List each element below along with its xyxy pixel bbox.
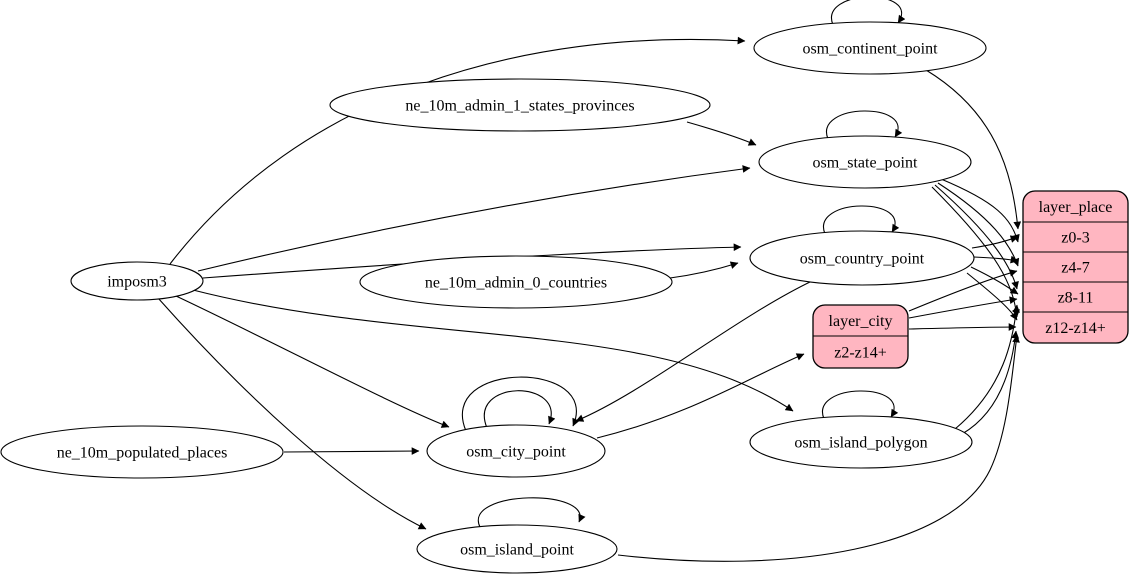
edge-ne_10m_admin_1_states_provinces-to-osm_state_point	[686, 121, 757, 146]
node-imposm3: imposm3	[70, 261, 204, 301]
layer_place-row-layer_place: layer_place	[1039, 199, 1113, 216]
layer_city-row-layer_city: layer_city	[829, 313, 893, 330]
ne_10m_populated_places-label: ne_10m_populated_places	[57, 444, 228, 461]
edge-osm_city_point-to-layer_city-z2-z14+	[596, 353, 805, 439]
self-loop-osm_island_polygon-6	[821, 390, 899, 420]
self-loop-osm_city_point-4	[483, 390, 556, 429]
node-layer_city: layer_city z2-z14+	[812, 304, 909, 369]
edge-osm_island_polygon-to-layer_place-z12-z14+	[961, 330, 1020, 435]
node-layer_place: layer_place z0-3 z4-7 z8-11 z12-z14+	[1022, 190, 1129, 344]
node-ne_10m_admin_1_states_provinces: ne_10m_admin_1_states_provinces	[329, 78, 711, 132]
edge-ne_10m_populated_places-to-osm_city_point	[283, 447, 420, 455]
ne_10m_populated_places-shape	[0, 425, 284, 479]
osm_city_point-shape	[426, 424, 606, 478]
osm_city_point-label: osm_city_point	[466, 443, 566, 460]
self-loop-osm_state_point-1	[825, 110, 903, 140]
edge-osm_continent_point-to-layer_place-z0-3	[925, 69, 1022, 230]
node-layer: imposm3 ne_10m_admin_1_states_provincesne…	[0, 21, 1129, 574]
osm_continent_point-shape	[753, 21, 987, 75]
layer_place-row-z4-7: z4-7	[1061, 259, 1089, 276]
edge-layer	[157, 0, 1022, 562]
node-osm_state_point: osm_state_point	[758, 135, 972, 189]
node-ne_10m_admin_0_countries: ne_10m_admin_0_countries	[359, 255, 673, 309]
self-loop-osm_country_point-2	[822, 205, 900, 235]
layer_place-row-z12-z14+: z12-z14+	[1045, 320, 1106, 337]
edge-imposm3-to-osm_city_point	[175, 295, 450, 428]
edge-osm_country_point-to-layer_place-z12-z14+	[966, 272, 1018, 321]
edge-layer_city-to-layer_place-z8-11	[908, 296, 1018, 319]
edge-layer_city-to-layer_place-z12-z14+	[908, 323, 1017, 331]
osm_country_point-shape	[749, 230, 975, 286]
layer_place-row-z8-11: z8-11	[1058, 289, 1094, 306]
edge-osm_country_point-to-layer_place-z8-11	[970, 266, 1019, 295]
layer_place-shape	[1022, 190, 1129, 344]
ne_10m_admin_1_states_provinces-label: ne_10m_admin_1_states_provinces	[405, 97, 634, 114]
edge-imposm3-to-osm_state_point	[197, 165, 751, 272]
edge-imposm3-to-osm_island_point	[157, 297, 427, 530]
node-ne_10m_populated_places: ne_10m_populated_places	[0, 425, 284, 479]
node-osm_continent_point: osm_continent_point	[753, 21, 987, 75]
edge-layer_city-to-layer_place-z4-7	[908, 269, 1018, 312]
osm_continent_point-label: osm_continent_point	[802, 40, 938, 57]
edge-osm_island_point-to-layer_place-z12-z14+	[617, 334, 1020, 562]
edge-osm_island_polygon-to-layer_place-z8-11	[954, 304, 1020, 430]
layer_place-row-z0-3: z0-3	[1061, 229, 1089, 246]
edge-imposm3-to-osm_continent_point	[169, 36, 746, 265]
osm_island_point-shape	[416, 524, 618, 574]
self-loop-osm_island_point-5	[477, 497, 586, 528]
node-osm_city_point: osm_city_point	[426, 424, 606, 478]
self-loop-osm_city_point-3	[462, 376, 580, 432]
edge-osm_country_point-to-layer_place-z4-7	[973, 255, 1019, 264]
node-osm_country_point: osm_country_point	[749, 230, 975, 286]
osm_island_polygon-shape	[749, 415, 973, 469]
edge-osm_state_point-to-layer_place-z8-11	[934, 184, 1019, 290]
imposm3-shape	[70, 261, 204, 301]
imposm3-label: imposm3	[107, 273, 167, 290]
edge-osm_country_point-to-osm_city_point	[575, 280, 813, 422]
ne_10m_admin_0_countries-shape	[359, 255, 673, 309]
layer_city-row-z2-z14+: z2-z14+	[834, 344, 887, 361]
osm_state_point-label: osm_state_point	[813, 154, 918, 171]
osm_island_polygon-label: osm_island_polygon	[794, 434, 927, 451]
edge-ne_10m_admin_0_countries-to-osm_country_point	[669, 261, 739, 279]
osm_island_point-label: osm_island_point	[460, 541, 574, 558]
node-osm_island_polygon: osm_island_polygon	[749, 415, 973, 469]
osm_country_point-label: osm_country_point	[800, 250, 925, 267]
self-loop-osm_continent_point-0	[830, 0, 906, 26]
osm_state_point-shape	[758, 135, 972, 189]
edge-imposm3-to-osm_island_polygon	[192, 289, 794, 412]
edge-osm_state_point-to-layer_place-z4-7	[937, 182, 1020, 267]
node-osm_island_point: osm_island_point	[416, 524, 618, 574]
ne_10m_admin_1_states_provinces-shape	[329, 78, 711, 132]
ne_10m_admin_0_countries-label: ne_10m_admin_0_countries	[425, 274, 607, 291]
edge-osm_state_point-to-layer_place-z0-3	[940, 178, 1020, 243]
